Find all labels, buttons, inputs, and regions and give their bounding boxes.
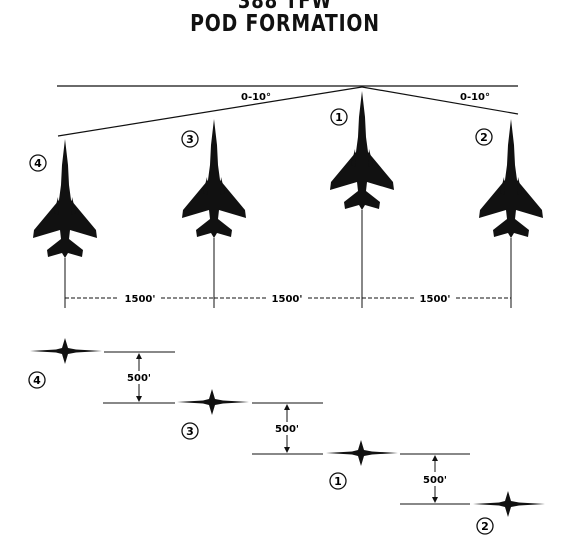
aircraft-number: 2 — [481, 520, 489, 533]
aircraft-number: 4 — [33, 374, 41, 387]
vertical-spacing-dimension: 500' — [103, 351, 175, 404]
fighter-jet-side-icon — [177, 389, 249, 415]
fighter-jet-plan-icon — [479, 119, 543, 238]
aircraft-1-side: 1 — [326, 440, 398, 490]
aircraft-2-plan: 2 — [475, 119, 543, 308]
aircraft-1-plan: 1 — [330, 91, 394, 308]
aircraft-4-plan: 4 — [29, 139, 97, 308]
vertical-spacing-dimension: 500' — [252, 402, 323, 455]
spacing-label: 500' — [275, 424, 299, 435]
aircraft-number: 3 — [186, 425, 194, 438]
spacing-label: 1500' — [125, 294, 156, 305]
page-title: POD FORMATION — [190, 11, 380, 37]
fighter-jet-side-icon — [326, 440, 398, 466]
aircraft-number: 1 — [335, 111, 343, 124]
aircraft-number: 2 — [480, 131, 488, 144]
angle-label-left: 0-10° — [241, 92, 271, 103]
header-top-text: 388 TFW — [237, 0, 333, 14]
spacing-label: 500' — [127, 373, 151, 384]
aircraft-2-side: 2 — [473, 491, 545, 535]
spacing-label: 1500' — [272, 294, 303, 305]
spacing-label: 1500' — [420, 294, 451, 305]
lateral-spacing-dimension: 1500' 1500' 1500' — [65, 294, 511, 305]
fighter-jet-side-icon — [30, 338, 102, 364]
fighter-jet-side-icon — [473, 491, 545, 517]
aircraft-number: 4 — [34, 157, 42, 170]
aircraft-4-side: 4 — [28, 338, 102, 389]
aircraft-number: 1 — [334, 475, 342, 488]
aircraft-3-plan: 3 — [181, 119, 246, 308]
spacing-label: 500' — [423, 475, 447, 486]
angle-label-right: 0-10° — [460, 92, 490, 103]
aircraft-number: 3 — [186, 133, 194, 146]
echelon-line-right — [361, 86, 519, 115]
echelon-line-left — [57, 86, 363, 137]
vertical-spacing-dimension: 500' — [400, 453, 470, 505]
aircraft-3-side: 3 — [177, 389, 249, 440]
